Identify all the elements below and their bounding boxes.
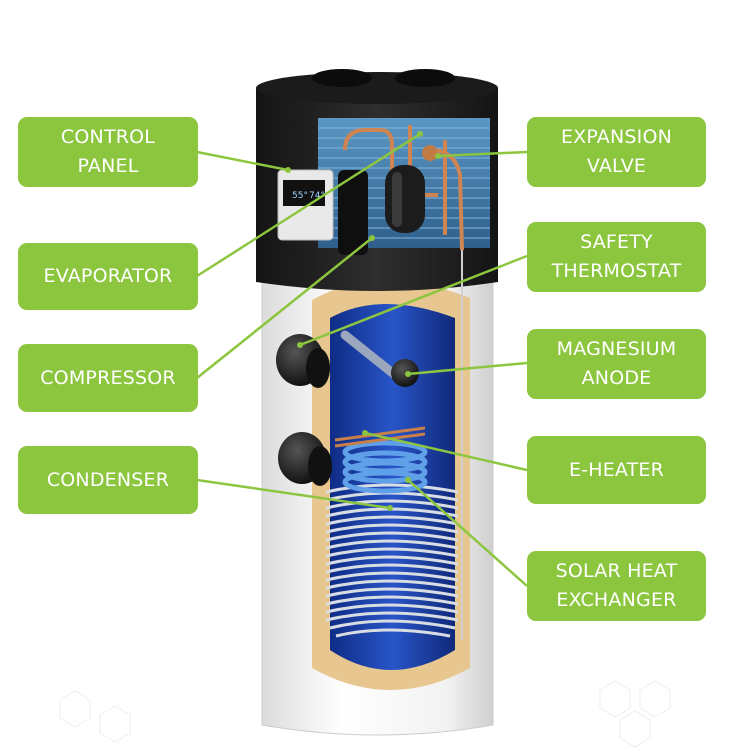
label-solar-heat-exchanger-line-2: EXCHANGER bbox=[556, 589, 677, 611]
label-magnesium-anode-line-2: ANODE bbox=[581, 367, 652, 389]
leader-evaporator bbox=[196, 132, 421, 278]
label-solar-heat-exchanger-line-1: SOLAR HEAT bbox=[555, 560, 678, 582]
label-evaporator: EVAPORATOR bbox=[18, 243, 198, 310]
dot-solar-heat-exchanger bbox=[405, 477, 411, 483]
label-safety-thermostat-line-1: SAFETY bbox=[580, 231, 653, 253]
leader-condenser bbox=[196, 478, 391, 510]
background-pattern bbox=[59, 680, 671, 748]
label-safety-thermostat: SAFETY THERMOSTAT bbox=[527, 222, 706, 292]
side-fitting-lower bbox=[278, 432, 332, 486]
leader-safety-thermostat bbox=[299, 254, 528, 347]
label-control-panel-line-1: CONTROL bbox=[60, 126, 156, 148]
expansion-valve-body bbox=[422, 145, 438, 161]
leader-dots bbox=[285, 131, 441, 511]
label-expansion-valve: EXPANSION VALVE bbox=[527, 117, 706, 187]
label-solar-heat-exchanger: SOLAR HEAT EXCHANGER bbox=[527, 551, 706, 621]
compressor-base bbox=[338, 170, 368, 255]
label-magnesium-anode-line-1: MAGNESIUM bbox=[556, 338, 677, 360]
e-heater-element bbox=[334, 426, 426, 448]
leader-control-panel bbox=[196, 150, 289, 172]
solar-heat-exchanger-coil bbox=[342, 440, 428, 494]
leader-solar-heat-exchanger bbox=[407, 479, 528, 587]
label-e-heater: E-HEATER bbox=[527, 436, 706, 504]
duct-right bbox=[395, 69, 455, 87]
label-condenser-line-1: CONDENSER bbox=[46, 468, 170, 491]
dot-e-heater bbox=[362, 430, 368, 436]
label-expansion-valve-line-1: EXPANSION bbox=[560, 126, 673, 148]
duct-left bbox=[312, 69, 372, 87]
control-panel-screen bbox=[283, 180, 325, 206]
dot-expansion-valve bbox=[435, 153, 441, 159]
label-safety-thermostat-line-2: THERMOSTAT bbox=[551, 260, 682, 282]
leader-lines bbox=[196, 132, 528, 587]
label-compressor: COMPRESSOR bbox=[18, 344, 198, 412]
dot-control-panel bbox=[285, 167, 291, 173]
label-expansion-valve-line-2: VALVE bbox=[586, 155, 647, 177]
head-top-cap bbox=[256, 72, 498, 104]
inner-tank bbox=[330, 304, 455, 670]
dot-magnesium-anode bbox=[405, 371, 411, 377]
compressor-unit bbox=[385, 165, 425, 233]
leader-e-heater bbox=[364, 431, 528, 472]
dot-condenser bbox=[387, 505, 393, 511]
leader-expansion-valve bbox=[437, 150, 528, 158]
display-right-value: 74° bbox=[309, 191, 325, 201]
label-control-panel: CONTROL PANEL bbox=[18, 117, 198, 187]
label-magnesium-anode: MAGNESIUM ANODE bbox=[527, 329, 706, 399]
label-compressor-line-1: COMPRESSOR bbox=[40, 366, 176, 389]
leader-magnesium-anode bbox=[407, 361, 528, 376]
side-fitting-upper bbox=[276, 334, 330, 388]
dot-safety-thermostat bbox=[297, 342, 303, 348]
display-left-value: 55° bbox=[292, 191, 308, 201]
label-evaporator-line-1: EVAPORATOR bbox=[43, 265, 173, 287]
dot-compressor bbox=[369, 235, 375, 241]
label-condenser: CONDENSER bbox=[18, 446, 198, 514]
label-e-heater-line-1: E-HEATER bbox=[568, 458, 665, 481]
dot-evaporator bbox=[417, 131, 423, 137]
label-control-panel-line-2: PANEL bbox=[77, 155, 139, 177]
magnesium-anode bbox=[340, 330, 419, 387]
leader-compressor bbox=[196, 237, 373, 379]
